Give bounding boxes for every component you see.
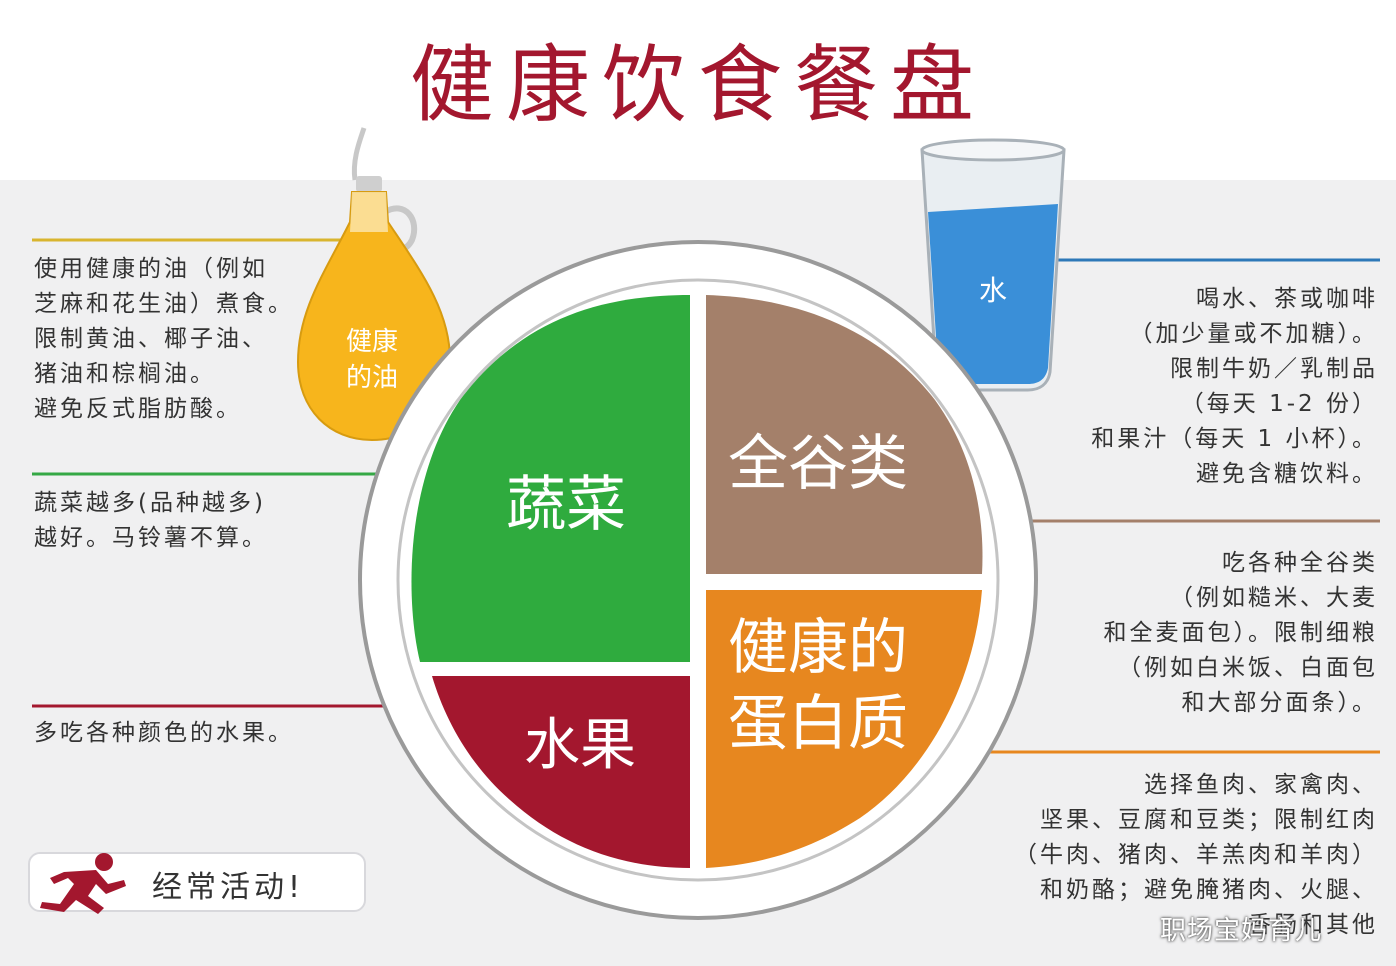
grains-label: 全谷类 [728, 429, 908, 499]
fruits-note: 多吃各种颜色的水果。 [34, 720, 294, 746]
vegetables-note: 蔬菜越多(品种越多) 越好。马铃薯不算。 [34, 490, 268, 551]
protein-label-line2: 蛋白质 [728, 689, 908, 759]
vegetables-section [411, 295, 690, 662]
oil-bottle-icon [296, 127, 452, 442]
protein-label-line1: 健康的 [728, 613, 908, 683]
header-band [0, 0, 1396, 180]
watermark: 职场宝妈育儿 [1160, 916, 1323, 946]
fruits-label: 水果 [524, 713, 636, 778]
oil-bottle-label-line2: 的油 [346, 363, 398, 393]
activity-banner: 经常活动! [28, 852, 366, 914]
runner-icon [40, 853, 126, 914]
protein-section [706, 590, 982, 868]
fruits-section [432, 676, 690, 868]
page-title: 健康饮食餐盘 [409, 36, 986, 134]
activity-label: 经常活动! [152, 870, 305, 905]
grains-section [706, 295, 983, 574]
water-glass-icon [920, 138, 1066, 392]
water-glass-label: 水 [979, 274, 1007, 307]
grains-note: 吃各种全谷类 （例如糙米、大麦 和全麦面包）。限制细粮 （例如白米饭、白面包 和… [1103, 550, 1378, 716]
oil-bottle-label-line1: 健康 [346, 327, 398, 357]
water-note: 喝水、茶或咖啡 （加少量或不加糖）。 限制牛奶／乳制品 （每天 1-2 份） 和… [1091, 286, 1378, 487]
vegetables-label: 蔬菜 [506, 470, 626, 540]
oil-note: 使用健康的油（例如 芝麻和花生油）煮食。 限制黄油、椰子油、 猪油和棕榈油。 避… [34, 256, 294, 422]
protein-note: 选择鱼肉、家禽肉、 坚果、豆腐和豆类；限制红肉 （牛肉、猪肉、羊羔肉和羊肉） 和… [1014, 772, 1378, 938]
